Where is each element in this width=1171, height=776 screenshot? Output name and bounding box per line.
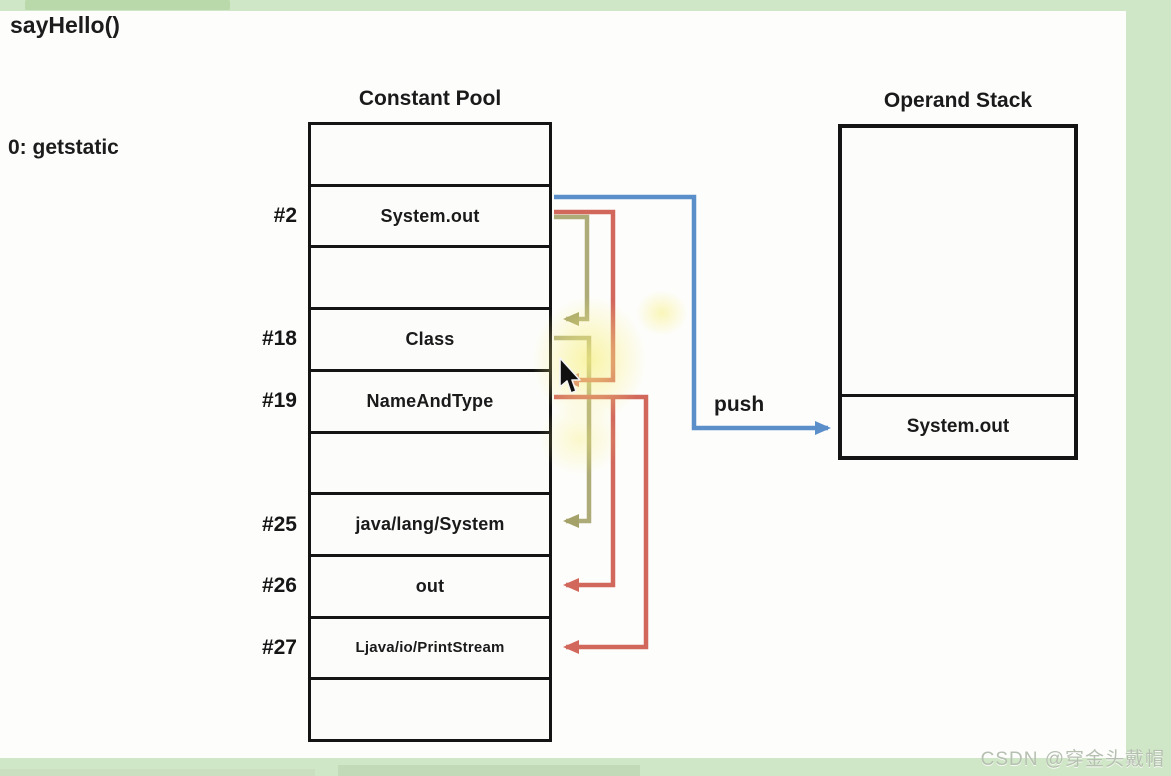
pool-row-value: System.out [380, 205, 480, 226]
stack-slot-value: System.out [842, 394, 1074, 456]
pool-row-25: #25 java/lang/System [262, 495, 549, 557]
pool-row-index: #26 [261, 574, 297, 598]
pool-row-value: NameAndType [366, 390, 494, 411]
pool-row-empty [311, 434, 549, 496]
pool-row-18: #18 Class [262, 310, 549, 372]
pool-row-empty [311, 125, 549, 187]
bottom-edge-shading [0, 769, 315, 776]
pool-row-value: Class [405, 328, 455, 349]
pool-row-empty [311, 680, 549, 739]
watermark: CSDN @穿金头戴帽 [980, 749, 1165, 770]
pool-row-19: #19 NameAndType [262, 372, 549, 434]
pool-row-index: #25 [261, 512, 297, 536]
constant-pool-table: #2 System.out #18 Class #19 NameAndType … [262, 122, 552, 742]
bytecode-instruction: 0: getstatic [8, 136, 119, 159]
stack-slot-empty [842, 128, 1074, 394]
pool-row-2: #2 System.out [274, 187, 549, 249]
push-arrow-label: push [714, 393, 765, 416]
pool-row-27: #27 Ljava/io/PrintStream [262, 619, 549, 681]
pool-row-value: out [415, 575, 445, 596]
operand-stack-title: Operand Stack [883, 89, 1033, 112]
top-edge-shading [25, 0, 230, 10]
pool-row-index: #19 [261, 389, 297, 413]
constant-pool-title: Constant Pool [358, 87, 502, 110]
pool-row-empty [311, 248, 549, 311]
pool-row-index: #2 [273, 204, 297, 228]
pool-row-26: #26 out [262, 557, 549, 619]
bottom-progress-bar [338, 765, 640, 776]
method-title: sayHello() [10, 12, 120, 38]
operand-stack-box: System.out [838, 124, 1078, 460]
pool-row-value: Ljava/io/PrintStream [355, 639, 505, 657]
pool-row-index: #18 [261, 327, 297, 351]
pool-row-index: #27 [261, 635, 297, 659]
pool-row-value: java/lang/System [355, 514, 505, 535]
